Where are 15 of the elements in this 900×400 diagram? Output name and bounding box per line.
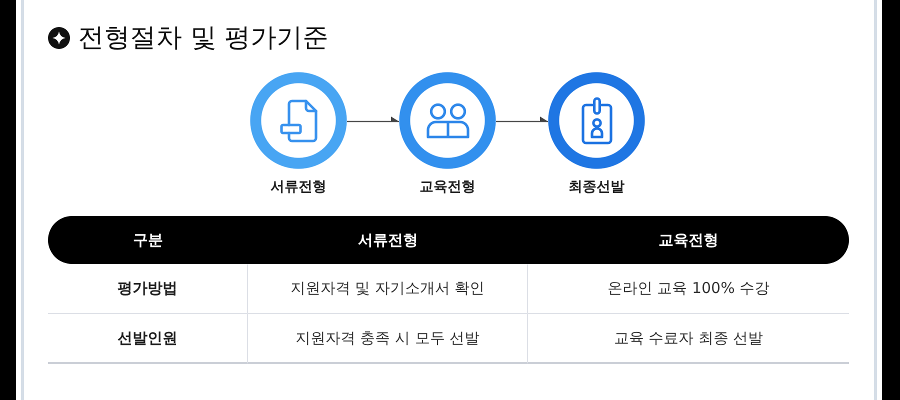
table-cell: 교육 수료자 최종 선발 bbox=[528, 314, 849, 364]
column-header: 구분 bbox=[133, 230, 163, 250]
arrow bbox=[347, 116, 399, 122]
table-cell: 지원자격 및 자기소개서 확인 bbox=[248, 264, 528, 314]
step-label: 서류전형 bbox=[270, 178, 326, 196]
section-title: 전형절차 및 평가기준 bbox=[78, 22, 329, 55]
column-header: 서류전형 bbox=[358, 230, 418, 250]
table-cell: 지원자격 충족 시 모두 선발 bbox=[248, 314, 528, 364]
row-header: 평가방법 bbox=[48, 264, 248, 314]
row-header: 선발인원 bbox=[48, 314, 248, 364]
step-label: 최종선발 bbox=[568, 178, 624, 196]
step-label: 교육전형 bbox=[420, 178, 476, 196]
table-cell: 온라인 교육 100% 수강 bbox=[528, 264, 849, 314]
arrow bbox=[496, 116, 548, 122]
column-header: 교육전형 bbox=[658, 230, 718, 250]
